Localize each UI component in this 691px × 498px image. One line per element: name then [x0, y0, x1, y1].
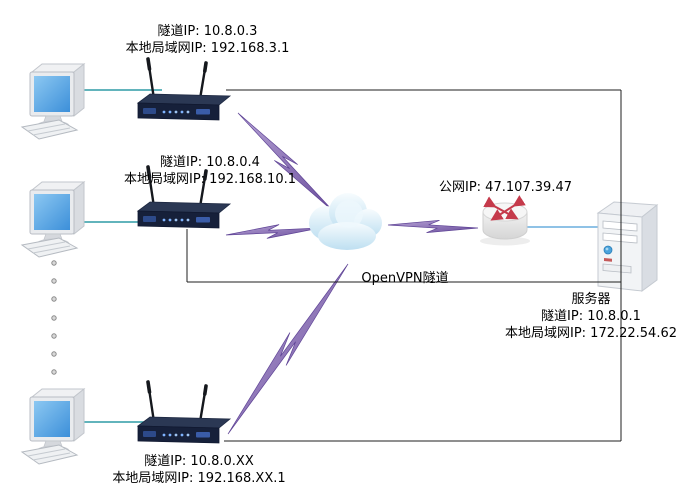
vpn-tunnel-bolt: [225, 224, 321, 239]
server-name: 服务器: [571, 292, 611, 307]
server-tunnel-ip: 隧道IP: 10.8.0.1: [541, 309, 641, 324]
vpn-tunnel-bolts: [225, 112, 479, 435]
server-label: 服务器 隧道IP: 10.8.0.1 本地局域网IP: 172.22.54.62: [492, 291, 690, 342]
server-lan-ip: 本地局域网IP: 172.22.54.62: [504, 326, 678, 341]
tunnel-frame-lines: [186, 89, 622, 442]
server-icon: [596, 201, 659, 292]
vpn-tunnel-bolt: [387, 219, 479, 234]
wan-router-icon: [480, 195, 530, 246]
client-pc-3-icon: [21, 388, 85, 465]
client-pc-1-icon: [21, 63, 85, 140]
client-router-1-icon: [136, 57, 232, 122]
lan-links: [84, 89, 162, 423]
client2-tunnel-ip: 隧道IP: 10.8.0.4: [160, 155, 260, 170]
client3-label: 隧道IP: 10.8.0.XX 本地局域网IP: 192.168.XX.1: [78, 453, 320, 487]
client1-label: 隧道IP: 10.8.0.3 本地局域网IP: 192.168.3.1: [100, 23, 315, 57]
client-router-3-icon: [136, 380, 232, 445]
client3-tunnel-ip: 隧道IP: 10.8.0.XX: [144, 454, 254, 469]
client1-tunnel-ip: 隧道IP: 10.8.0.3: [157, 24, 258, 39]
vpn-tunnel-bolt: [227, 263, 349, 435]
crossed-arrows-icon: [483, 195, 526, 221]
client3-lan-ip: 本地局域网IP: 192.168.XX.1: [112, 471, 286, 486]
client1-lan-ip: 本地局域网IP: 192.168.3.1: [125, 41, 290, 56]
more-clients-ellipsis: [51, 260, 57, 375]
client2-lan-ip: 本地局域网IP: 192.168.10.1: [123, 172, 297, 187]
openvpn-tunnel-label: OpenVPN隧道: [361, 271, 449, 286]
client-pc-2-icon: [21, 181, 85, 258]
client2-label: 隧道IP: 10.8.0.4 本地局域网IP: 192.168.10.1: [95, 154, 325, 188]
internet-cloud-icon: [309, 193, 382, 250]
public-ip-label: 公网IP: 47.107.39.47: [438, 180, 573, 195]
